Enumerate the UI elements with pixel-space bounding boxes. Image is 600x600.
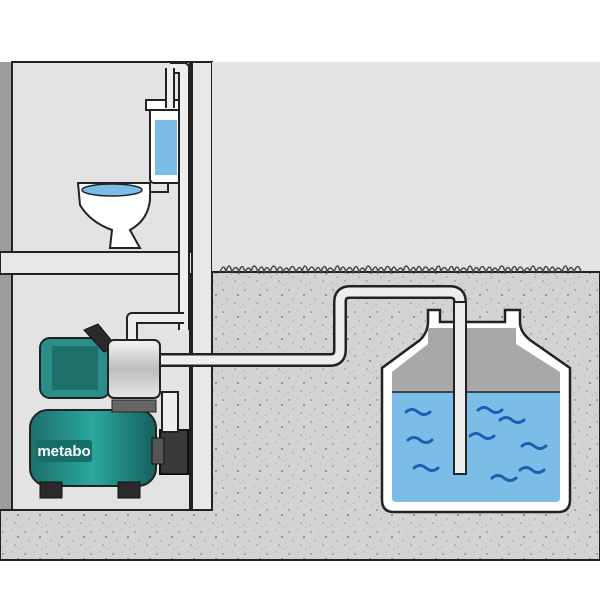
- tank-foot-right: [118, 482, 140, 498]
- vertical-fitting: [162, 392, 178, 432]
- tank-foot-left: [40, 482, 62, 498]
- bowl-water: [82, 184, 142, 196]
- pump-head: [108, 340, 160, 398]
- outer-wall: [192, 62, 212, 550]
- cistern-water: [155, 120, 177, 175]
- connector: [152, 438, 164, 464]
- motor-fins: [52, 346, 98, 390]
- suction-pipe-in-tank: [454, 302, 466, 474]
- sky-area: [212, 62, 600, 272]
- pump-base: [112, 400, 156, 412]
- brand-logo: metabo: [37, 443, 90, 460]
